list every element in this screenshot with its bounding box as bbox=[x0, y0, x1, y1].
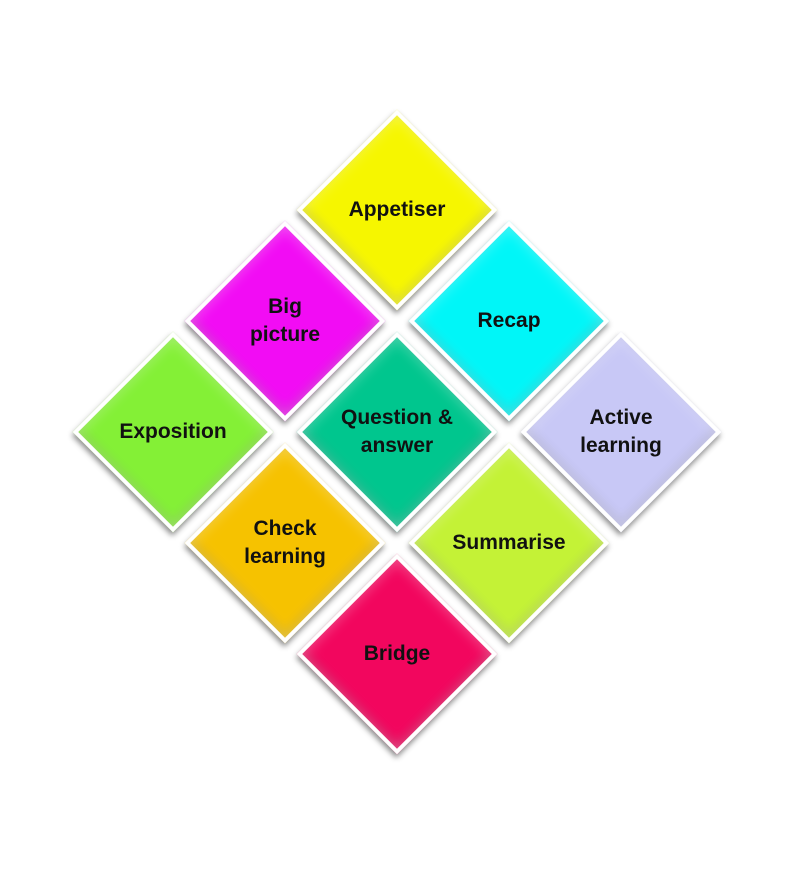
diamond-shape bbox=[296, 553, 498, 755]
tile-bridge: Bridge bbox=[296, 553, 498, 755]
